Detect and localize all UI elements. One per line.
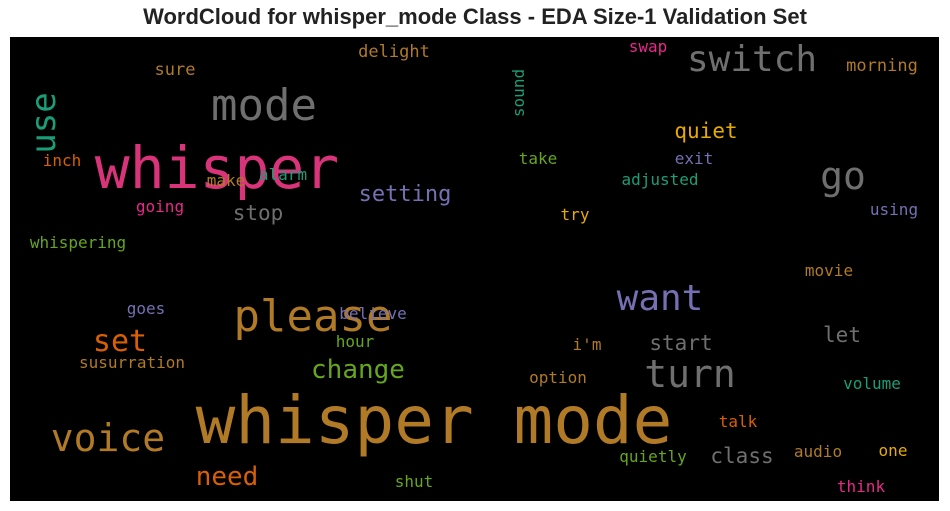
word-take: take bbox=[519, 149, 558, 168]
word-goes: goes bbox=[127, 299, 166, 318]
word-set: set bbox=[93, 324, 147, 359]
word-switch: switch bbox=[687, 39, 817, 80]
word-sound: sound bbox=[509, 69, 528, 117]
word-make: make bbox=[207, 171, 246, 190]
word-stop: stop bbox=[233, 201, 284, 225]
word-hour: hour bbox=[336, 332, 375, 351]
word-need: need bbox=[196, 462, 259, 492]
word-adjusted: adjusted bbox=[621, 170, 698, 189]
word-mode: mode bbox=[211, 80, 317, 131]
word-please: please bbox=[234, 291, 393, 342]
word-quiet: quiet bbox=[674, 119, 737, 143]
word-alarm: alarm bbox=[259, 165, 307, 184]
word-let: let bbox=[823, 323, 861, 347]
word-audio: audio bbox=[794, 442, 842, 461]
word-think: think bbox=[837, 477, 886, 496]
word-shut: shut bbox=[395, 472, 434, 491]
word-one: one bbox=[879, 441, 908, 460]
word-whispering: whispering bbox=[30, 233, 126, 252]
word-class: class bbox=[710, 444, 773, 468]
word-go: go bbox=[820, 154, 866, 198]
word-delight: delight bbox=[358, 42, 430, 62]
word-i-m: i'm bbox=[573, 335, 602, 354]
wordcloud-canvas: whisper mode whisper please mode switch use wa… bbox=[10, 37, 939, 501]
word-setting: setting bbox=[359, 182, 452, 207]
word-try: try bbox=[561, 205, 590, 224]
word-whisper-mode: whisper mode bbox=[196, 382, 673, 459]
word-believe: believe bbox=[339, 304, 406, 323]
chart-title: WordCloud for whisper_mode Class - EDA S… bbox=[143, 4, 807, 29]
wordcloud-svg: whisper mode whisper please mode switch use wa… bbox=[24, 37, 918, 496]
word-turn: turn bbox=[644, 352, 736, 396]
word-talk: talk bbox=[719, 412, 758, 431]
word-voice: voice bbox=[51, 416, 165, 460]
word-susurration: susurration bbox=[79, 353, 185, 372]
word-want: want bbox=[617, 278, 704, 319]
word-quietly: quietly bbox=[619, 447, 687, 466]
word-using: using bbox=[870, 200, 918, 219]
word-start: start bbox=[649, 331, 712, 355]
word-whisper: whisper bbox=[95, 134, 339, 202]
word-volume: volume bbox=[843, 374, 901, 393]
word-morning: morning bbox=[846, 56, 918, 76]
word-change: change bbox=[311, 355, 405, 385]
word-use: use bbox=[24, 92, 64, 153]
word-sure: sure bbox=[155, 60, 196, 80]
word-swap: swap bbox=[629, 37, 668, 56]
word-exit: exit bbox=[675, 149, 714, 168]
word-going: going bbox=[136, 197, 184, 216]
word-inch: inch bbox=[43, 151, 82, 170]
word-option: option bbox=[529, 368, 587, 387]
word-movie: movie bbox=[805, 261, 853, 280]
